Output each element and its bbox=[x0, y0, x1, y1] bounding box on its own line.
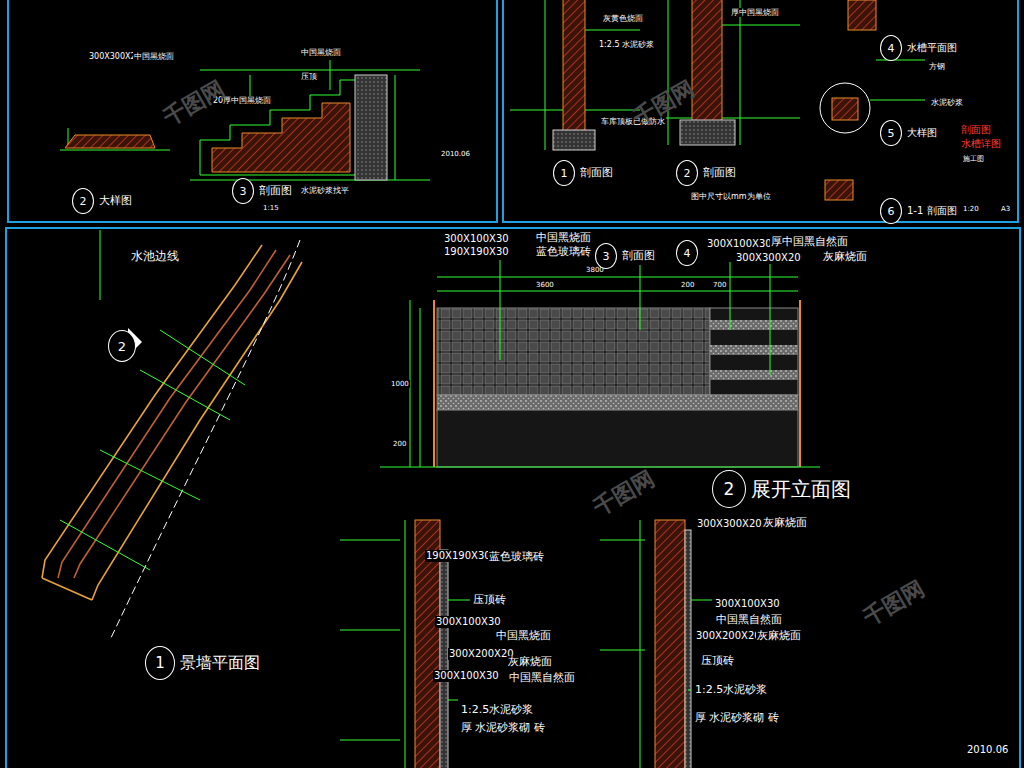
watermark: 千图网 bbox=[588, 465, 660, 521]
drawing-label: 190X190X30 bbox=[425, 550, 492, 562]
callout-number: 2 bbox=[712, 470, 746, 508]
drawing-label: 300X300X20 bbox=[696, 518, 763, 530]
drawing-label: 300X100X30 bbox=[435, 616, 502, 628]
drawing-label: 压顶砖 bbox=[472, 594, 507, 607]
drawing-label: 厚 水泥砂浆砌 砖 bbox=[460, 722, 546, 735]
callout-marker: 2 bbox=[108, 330, 136, 362]
watermark: 千图网 bbox=[858, 575, 930, 631]
drawing-label: 中国黑烧面 bbox=[535, 232, 592, 245]
drawing-label: 300X100X30 bbox=[714, 598, 781, 610]
drawing-label: 300X100X30 bbox=[433, 670, 500, 682]
callout-number: 2 bbox=[108, 330, 136, 362]
callout-number: 6 bbox=[880, 198, 902, 224]
view-title: 剖面图 bbox=[258, 185, 293, 198]
drawing-label: 中国黑烧面 bbox=[133, 52, 175, 61]
drawing-label: 300X100X30 bbox=[443, 233, 510, 245]
drawing-label: 300X200X20 bbox=[448, 648, 515, 660]
callout-marker: 4 水槽平面图 bbox=[880, 35, 958, 61]
drawing-label: 1:2.5水泥砂浆 bbox=[694, 684, 768, 697]
callout-marker: 1景墙平面图 bbox=[145, 646, 261, 680]
drawing-label: 中国黑烧面 bbox=[495, 630, 552, 643]
view-title: 景墙平面图 bbox=[179, 654, 261, 672]
drawing-label: 厚中国黑烧面 bbox=[730, 8, 780, 17]
drawing-label: 灰麻烧面 bbox=[822, 251, 868, 264]
callout-marker: 1 剖面图 bbox=[553, 160, 614, 186]
drawing-label: 水槽详图 bbox=[960, 138, 1002, 150]
view-title: 剖面图 bbox=[702, 167, 737, 180]
drawing-label: 中国黑自然面 bbox=[508, 672, 576, 685]
drawing-label: 1:15 bbox=[262, 204, 280, 212]
watermark: 千图网 bbox=[158, 75, 230, 131]
view-title: 展开立面图 bbox=[750, 478, 852, 501]
callout-number: 4 bbox=[880, 35, 902, 61]
callout-marker: 4 bbox=[676, 240, 698, 266]
drawing-label: 300X200X20 bbox=[695, 630, 762, 642]
callout-number: 3 bbox=[232, 178, 254, 204]
callout-marker: 2展开立面图 bbox=[712, 470, 852, 508]
callout-number: 3 bbox=[595, 243, 617, 269]
callout-marker: 2 剖面图 bbox=[676, 160, 737, 186]
callout-marker: 5 大样图 bbox=[880, 120, 938, 146]
view-title: 剖面图 bbox=[579, 167, 614, 180]
drawing-label: 蓝色玻璃砖 bbox=[535, 246, 592, 259]
drawing-label: 300X300X20 bbox=[735, 252, 802, 264]
callout-number: 4 bbox=[676, 240, 698, 266]
callout-number: 5 bbox=[880, 120, 902, 146]
drawing-label: 3600 bbox=[535, 281, 555, 289]
drawing-label: 1000 bbox=[390, 380, 410, 388]
drawing-label: 190X190X30 bbox=[443, 246, 510, 258]
view-title: 大样图 bbox=[98, 195, 133, 208]
callout-number: 1 bbox=[145, 646, 175, 680]
callout-marker: 3 剖面图 bbox=[232, 178, 293, 204]
callout-marker: 3 剖面图 bbox=[595, 243, 656, 269]
drawing-label: 图中尺寸以mm为单位 bbox=[690, 192, 772, 201]
drawing-label: 200 bbox=[392, 440, 407, 448]
drawing-label: 300X100X30 bbox=[706, 238, 773, 250]
drawing-label: 灰麻烧面 bbox=[507, 656, 553, 669]
drawing-label: 灰黄色烧面 bbox=[602, 14, 644, 23]
drawing-label: 灰麻烧面 bbox=[756, 630, 802, 643]
drawing-label: 水泥砂浆 bbox=[930, 98, 964, 107]
callout-number: 1 bbox=[553, 160, 575, 186]
drawing-label: 200 bbox=[680, 281, 695, 289]
drawing-label: 方钢 bbox=[928, 62, 946, 71]
drawing-label: 灰麻烧面 bbox=[762, 517, 808, 530]
drawing-label: 2010.06 bbox=[966, 744, 1009, 756]
view-title: 大样图 bbox=[906, 127, 938, 139]
drawing-label: 施工图 bbox=[962, 155, 985, 163]
drawing-label: A3 bbox=[1000, 205, 1011, 213]
drawing-label: 2010.06 bbox=[440, 150, 471, 158]
drawing-label: 1:2.5水泥砂浆 bbox=[460, 704, 534, 717]
drawing-label: 压顶 bbox=[300, 72, 318, 81]
drawing-label: 水泥砂浆找平 bbox=[300, 186, 350, 195]
drawing-label: 压顶砖 bbox=[700, 655, 735, 668]
drawing-label: 蓝色玻璃砖 bbox=[488, 551, 545, 564]
drawing-label: 中国黑烧面 bbox=[300, 48, 342, 57]
drawing-label: 水池边线 bbox=[130, 250, 180, 264]
drawing-label: 1:2.5 水泥砂浆 bbox=[598, 40, 655, 49]
callout-number: 2 bbox=[72, 188, 94, 214]
drawing-label: 厚中国黑自然面 bbox=[770, 236, 849, 249]
drawing-label: 剖面图 bbox=[960, 124, 992, 136]
drawing-label: 1:20 bbox=[962, 205, 980, 213]
view-title: 1-1 剖面图 bbox=[906, 205, 958, 217]
drawing-label: 中国黑自然面 bbox=[715, 614, 783, 627]
callout-marker: 6 1-1 剖面图 bbox=[880, 198, 958, 224]
view-title: 剖面图 bbox=[621, 250, 656, 263]
drawing-label: 厚 水泥砂浆砌 砖 bbox=[694, 712, 780, 725]
drawing-label: 700 bbox=[712, 281, 727, 289]
callout-number: 2 bbox=[676, 160, 698, 186]
callout-marker: 2 大样图 bbox=[72, 188, 133, 214]
view-title: 水槽平面图 bbox=[906, 42, 958, 54]
